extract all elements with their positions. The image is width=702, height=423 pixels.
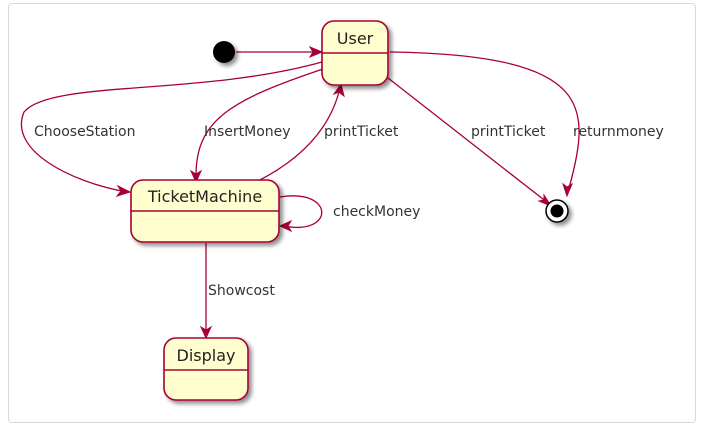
arrowhead-show-cost	[199, 325, 213, 340]
edge-insert-money	[195, 67, 327, 179]
arrowhead-insert-money	[189, 169, 203, 184]
arrowhead-check-money	[278, 219, 293, 233]
state-display-label: Display	[177, 346, 236, 365]
arrowhead-print-ticket-user	[332, 82, 345, 98]
arrowheads	[115, 45, 574, 340]
label-check-money: checkMoney	[333, 204, 420, 220]
label-return-money: returnmoney	[573, 124, 664, 140]
state-user-label: User	[337, 29, 374, 48]
label-show-cost: Showcost	[208, 283, 275, 299]
label-print-ticket-to-user: printTicket	[324, 124, 399, 140]
label-print-ticket-to-end: printTicket	[471, 124, 546, 140]
initial-state-dot	[213, 41, 235, 63]
state-display: Display	[163, 337, 249, 401]
transition-edges	[21, 51, 580, 333]
edge-print-ticket-to-user	[255, 87, 341, 183]
state-ticket-machine-label: TicketMachine	[147, 187, 262, 206]
state-diagram: User TicketMachine Display ChooseStation…	[21, 20, 664, 401]
arrowhead-print-ticket-end	[537, 193, 553, 208]
final-state	[545, 199, 569, 223]
label-insert-money: InsertMoney	[204, 124, 291, 140]
edge-print-ticket-to-end	[387, 77, 549, 204]
label-choose-station: ChooseStation	[34, 124, 135, 140]
edge-choose-station	[21, 61, 323, 193]
state-ticket-machine: TicketMachine	[130, 179, 280, 243]
arrowhead-return-money	[562, 182, 574, 198]
state-user: User	[321, 20, 389, 86]
arrowhead-choose-station	[115, 184, 132, 197]
edge-return-money	[389, 51, 580, 193]
edge-check-money	[279, 195, 323, 228]
arrowhead-start-user	[308, 45, 324, 59]
